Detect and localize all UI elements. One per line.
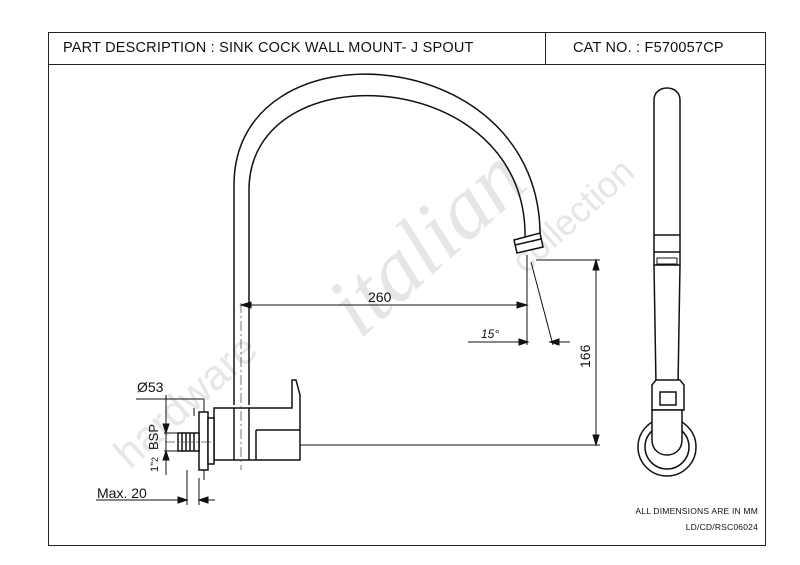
- side-handle-inner: [659, 391, 677, 406]
- centerlines: [165, 303, 242, 470]
- drawing-frame: [48, 64, 766, 546]
- spout-inner-edge: [248, 94, 526, 405]
- flange-ring: [207, 417, 215, 465]
- dim-thread-label: BSP: [146, 424, 161, 450]
- units-note: ALL DIMENSIONS ARE IN MM: [635, 506, 758, 516]
- front-view: [177, 73, 544, 471]
- side-spout-left: [653, 264, 657, 386]
- dim-max-projection: Max. 20: [97, 485, 147, 501]
- dim-thread-fraction-top: 1": [149, 462, 161, 472]
- dimension-text: 260 15° 166 Ø53 1" 2 BSP Max. 20: [97, 289, 593, 501]
- dim-diameter: Ø53: [137, 379, 164, 395]
- spout-outer-edge: [233, 73, 541, 405]
- part-description: PART DESCRIPTION : SINK COCK WALL MOUNT-…: [63, 40, 474, 56]
- side-spout-right: [677, 264, 681, 386]
- wall-flange: [198, 411, 209, 471]
- catalog-number: CAT NO. : F570057CP: [573, 40, 724, 56]
- dim-spout-reach: 260: [368, 289, 392, 305]
- side-view: [637, 87, 697, 477]
- side-body: [651, 409, 683, 456]
- dim-thread-fraction-bottom: 2: [150, 457, 160, 462]
- side-aerator: [656, 257, 678, 265]
- nozzle-ring: [514, 238, 542, 246]
- side-spout-top: [653, 87, 681, 235]
- title-divider: [545, 33, 546, 64]
- title-block: PART DESCRIPTION : SINK COCK WALL MOUNT-…: [48, 32, 766, 65]
- spout-nozzle: [513, 232, 544, 254]
- dimension-lines: [96, 255, 600, 505]
- dim-height: 166: [577, 344, 593, 368]
- drawing-reference: LD/CD/RSC06024: [685, 522, 758, 532]
- valve-body: [213, 379, 301, 461]
- dim-angle: 15°: [481, 327, 499, 341]
- watermark-italian-text: italian: [308, 129, 544, 355]
